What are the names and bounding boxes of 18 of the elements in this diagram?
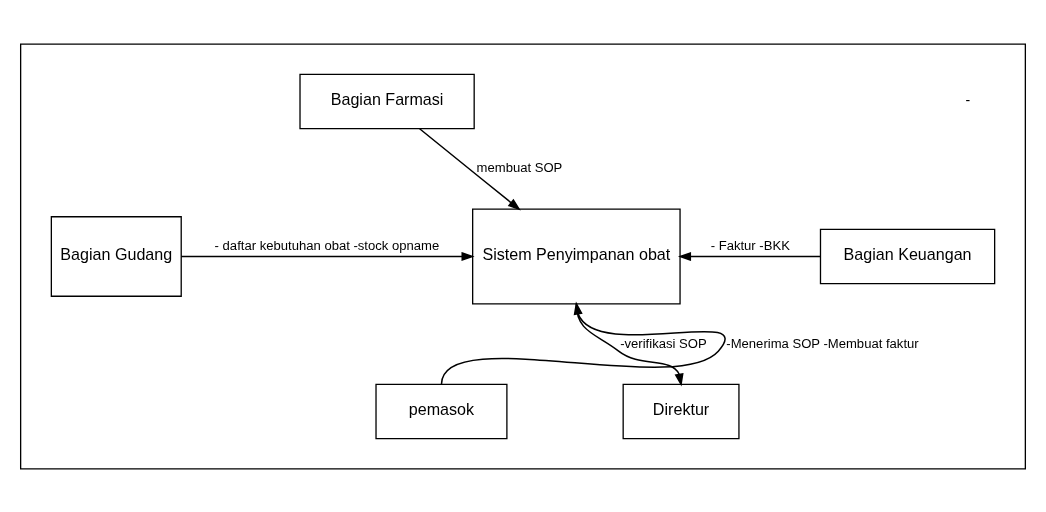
node-box: Bagian Keuangan (819, 228, 996, 284)
cluster (20, 42, 1026, 470)
edge-label: - daftar kebutuhan obat -stock opname (214, 237, 440, 253)
edge-label: -verifikasi SOP (620, 335, 707, 351)
arrow (418, 127, 521, 211)
node-box: Sistem Penyimpanan obat (472, 208, 681, 304)
edge-label: - Faktur -BKK (710, 237, 790, 253)
node-box: pemasok (375, 383, 508, 439)
edge-label: membuat SOP (476, 159, 563, 175)
label: - (965, 91, 971, 108)
node-box: Bagian Gudang (50, 215, 182, 297)
edge-label: -Menerima SOP -Membuat faktur (726, 335, 919, 351)
arrow (575, 302, 684, 387)
arrow (677, 251, 822, 261)
arrow (440, 301, 726, 385)
node-box: Bagian Farmasi (299, 73, 475, 129)
node-box: Direktur (622, 383, 740, 439)
arrow (180, 251, 475, 261)
